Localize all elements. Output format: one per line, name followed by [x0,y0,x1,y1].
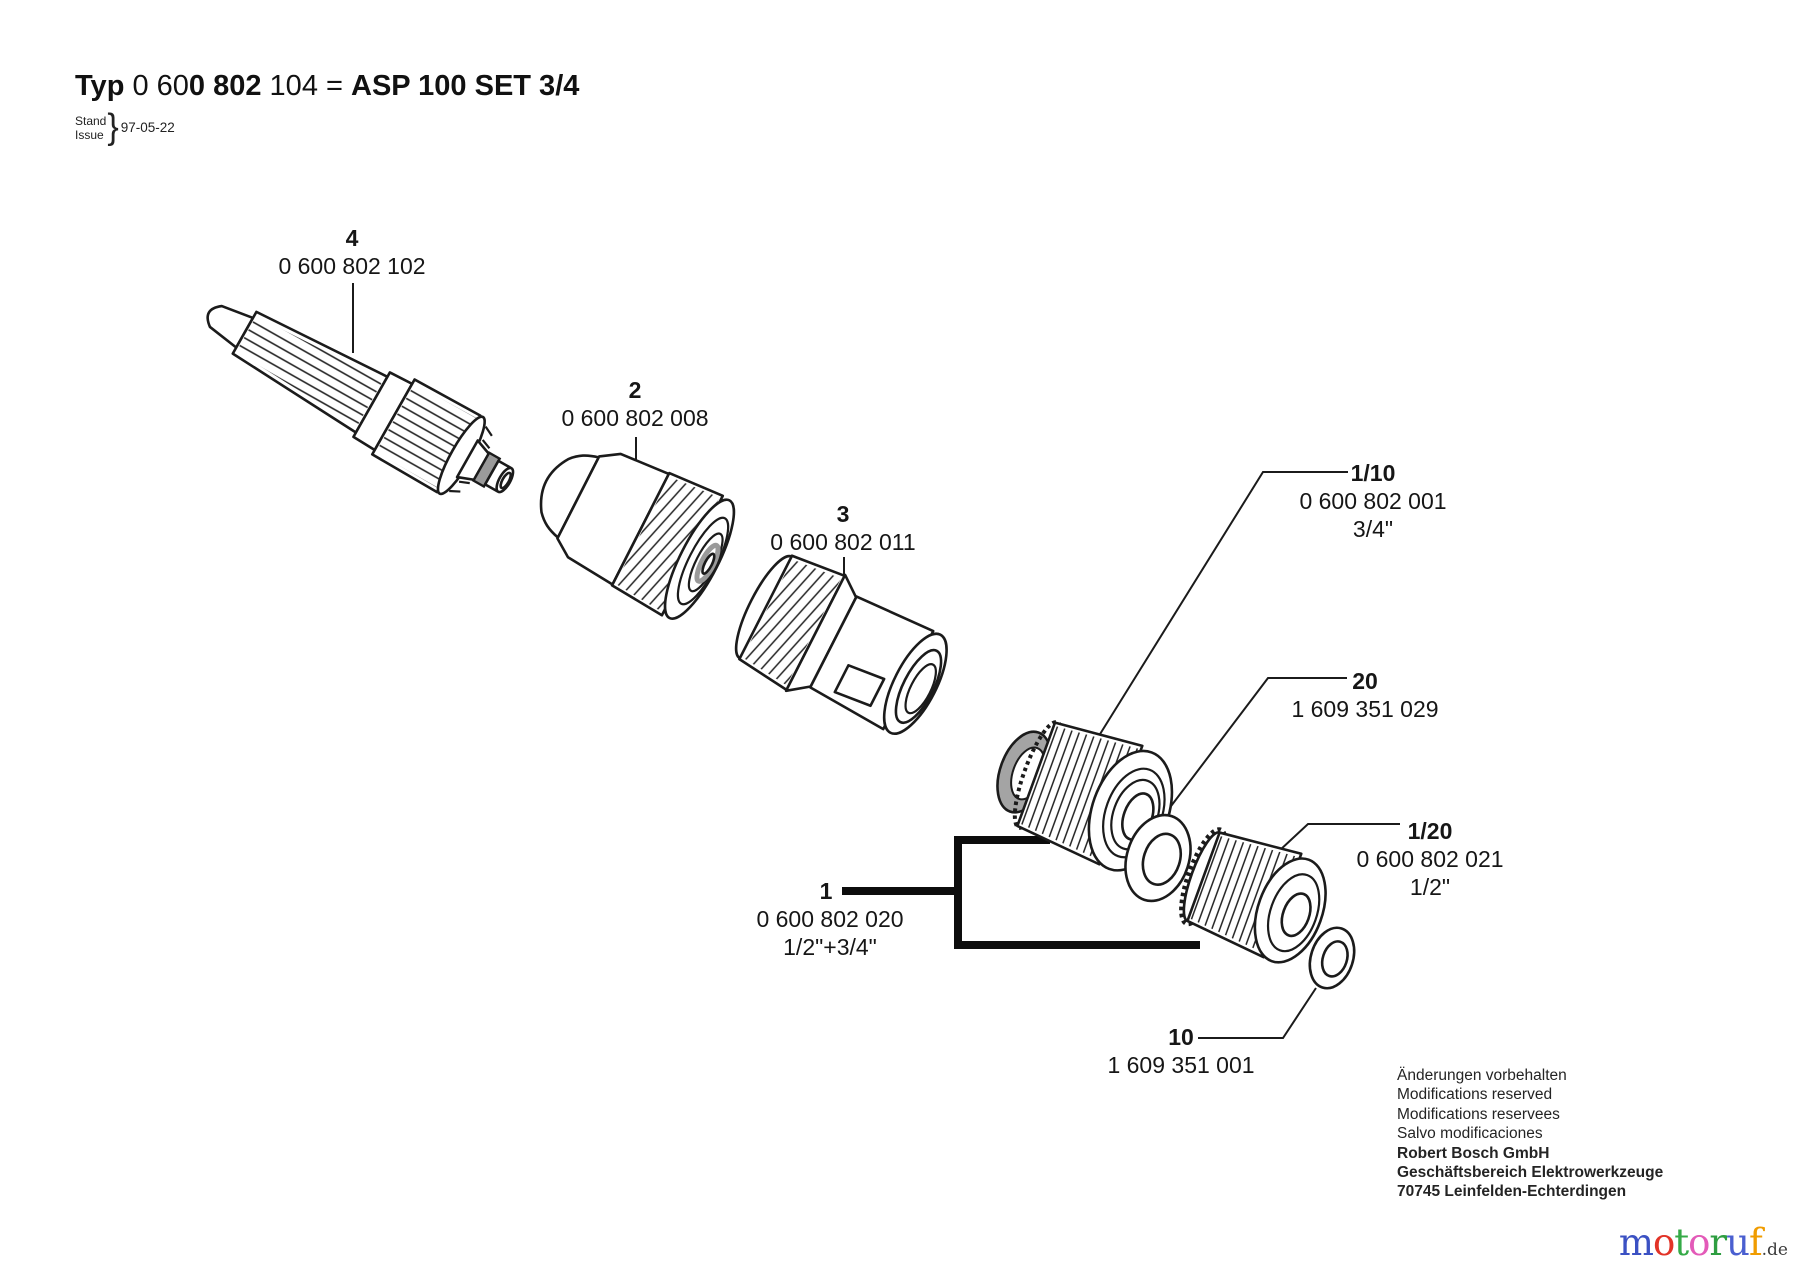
stand-label: Stand [75,113,107,128]
part-label-1: 0 600 802 020 1/2"+3/4" [756,905,903,961]
part-size: 1/2"+3/4" [783,934,877,960]
part-label-2: 2 0 600 802 008 [561,376,708,432]
watermark-letter: t [1674,1221,1689,1264]
footer-block: Änderungen vorbehalten Modifications res… [1397,1066,1663,1202]
part-label-10: 10 1 609 351 001 [1107,1023,1254,1079]
leader-part-20 [1161,677,1347,819]
part-4-spray-nozzle-drawing [206,304,515,496]
watermark-letter: o [1688,1221,1710,1264]
watermark-letter: r [1709,1221,1727,1264]
part-label-4: 4 0 600 802 102 [278,224,425,280]
watermark-letter: f [1748,1221,1763,1264]
part-number: 0 600 802 102 [278,253,426,279]
footer-note: Salvo modificaciones [1397,1125,1543,1143]
leader-part-10 [1198,987,1317,1039]
part-number: 1 609 351 029 [1291,696,1439,722]
part-number: 1 609 351 001 [1107,1052,1255,1078]
type-label: Typ [75,70,133,102]
part-size: 1/2" [1409,874,1451,900]
part-ref: 4 [345,225,359,251]
part-20-washer-drawing [1124,813,1192,903]
company-name: Robert Bosch GmbH [1397,1144,1550,1162]
issue-labels: Stand Issue [75,114,106,142]
footer-note: Modifications reservees [1397,1105,1560,1123]
leader-part-1-10 [1091,471,1348,748]
brace-glyph: } [107,107,119,147]
motoruf-logo[interactable]: motoruf.de [1619,1221,1788,1264]
company-address: 70745 Leinfelden-Echterdingen [1397,1183,1627,1201]
part-number: 0 600 802 021 [1356,846,1504,872]
part-size: 3/4" [1352,516,1394,542]
type-number-3: 104 = [261,70,351,102]
part-ref: 1/10 [1350,460,1396,486]
part-number: 0 600 802 008 [561,405,709,431]
part-3-coupling-drawing [734,554,948,735]
part-10-washer-drawing [1308,926,1356,990]
part-ref: 3 [836,501,850,527]
part-label-1-20: 1/20 0 600 802 021 1/2" [1356,817,1503,901]
watermark-letter: u [1726,1221,1750,1264]
part-ref: 20 [1352,668,1378,694]
issue-label: Issue [75,127,104,142]
footer-note: Modifications reserved [1397,1086,1553,1104]
watermark-suffix: .de [1761,1240,1788,1260]
part-1-20-tap-connector-drawing [1179,827,1327,964]
model-name: ASP 100 SET 3/4 [351,70,580,102]
footer-note: Änderungen vorbehalten [1397,1067,1567,1084]
part-ref: 2 [628,377,642,403]
page-title: Typ 0 600 802 104 = ASP 100 SET 3/4 [75,70,579,103]
watermark-word: motoruf [1618,1221,1763,1264]
part-2-coupling-drawing [539,452,736,620]
part-number: 0 600 802 001 [1299,488,1447,514]
part-number: 0 600 802 011 [770,529,916,555]
type-number-1: 0 60 [132,70,189,102]
part-label-1-10: 1/10 0 600 802 001 3/4" [1299,459,1446,543]
company-division: Geschäftsbereich Elektrowerkzeuge [1397,1164,1664,1182]
part-ref: 10 [1168,1024,1194,1050]
issue-block: Stand Issue } 97-05-22 [75,107,175,147]
part-label-1-ref: 1 [820,877,833,905]
watermark-letter: o [1652,1221,1675,1264]
part-ref: 1/20 [1407,818,1453,844]
issue-date: 97-05-22 [120,120,175,135]
part-ref: 1 [819,878,833,904]
part-label-3: 3 0 600 802 011 [770,500,915,556]
part-number: 0 600 802 020 [756,906,904,932]
part-label-20: 20 1 609 351 029 [1291,667,1438,723]
type-number-2: 0 802 [188,70,262,102]
watermark-letter: m [1618,1221,1654,1264]
